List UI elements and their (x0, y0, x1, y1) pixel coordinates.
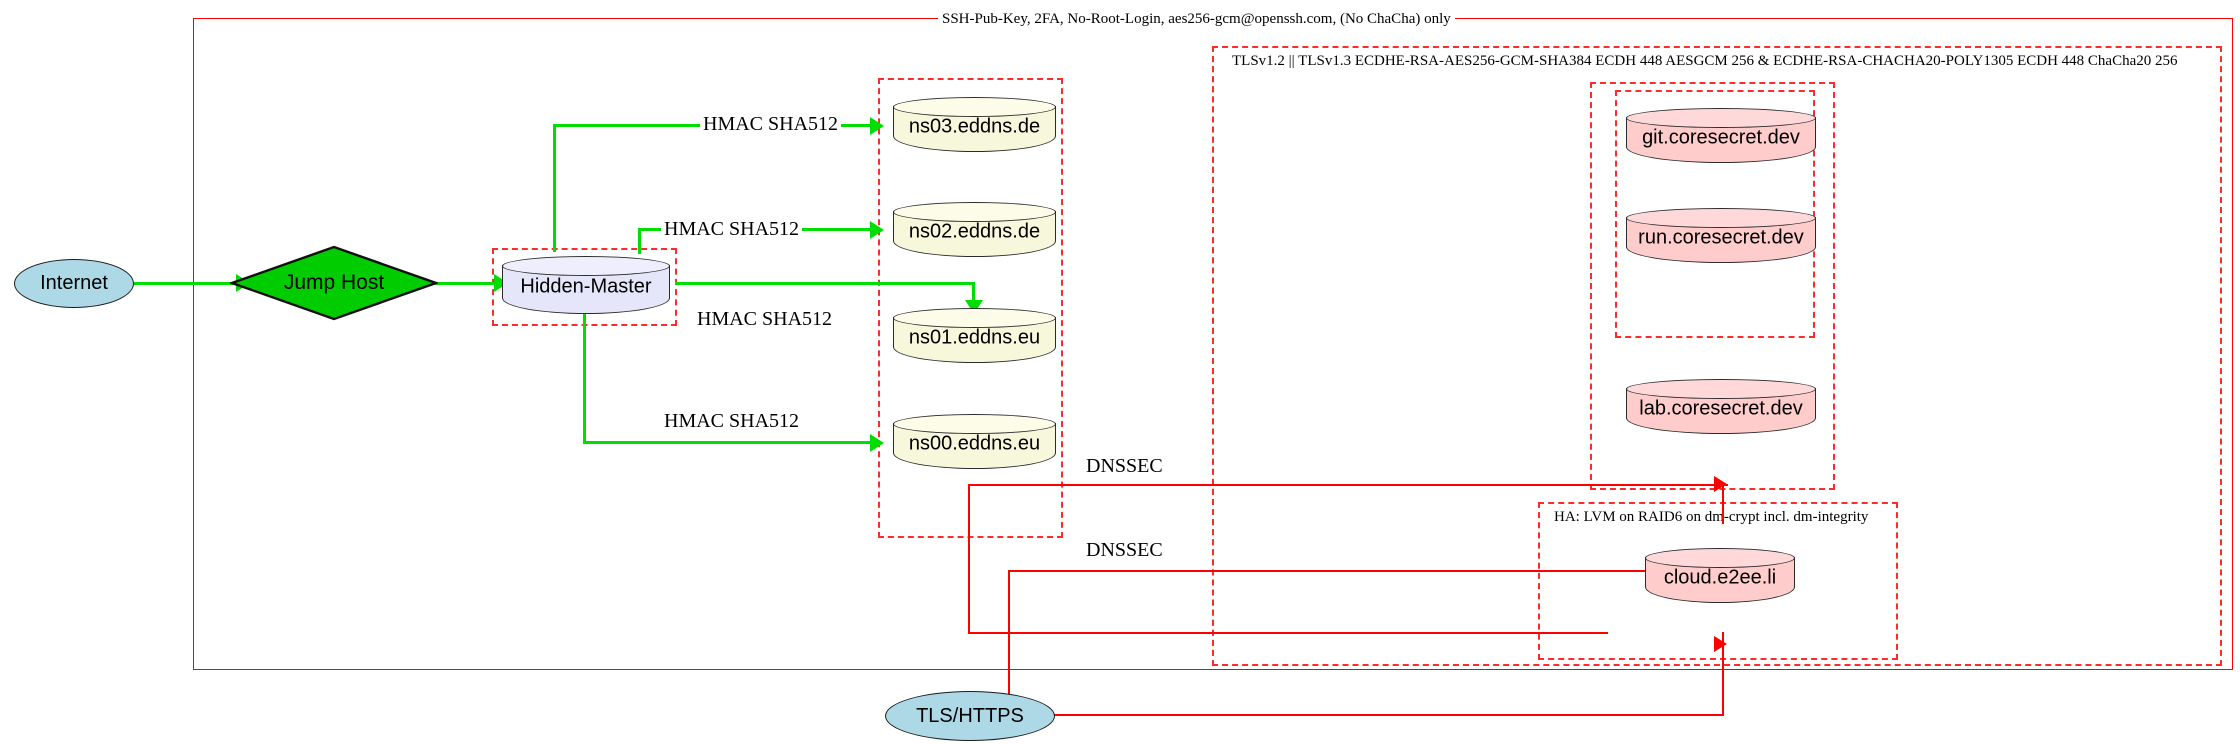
dns-servers-cluster-box (878, 78, 1063, 538)
arrowhead-master-ns00 (870, 434, 884, 452)
ha-cluster-caption: HA: LVM on RAID6 on dm-crypt incl. dm-in… (1550, 508, 1873, 526)
node-ns01-label: ns01.eddns.eu (908, 325, 1041, 348)
node-ns00[interactable]: ns00.eddns.eu (893, 414, 1056, 469)
edge-master-ns00-vertical (583, 300, 586, 444)
ssh-boundary-caption: SSH-Pub-Key, 2FA, No-Root-Login, aes256-… (938, 10, 1455, 28)
cylinder-top (502, 256, 670, 276)
dnssec-corridor-box (1212, 46, 1214, 666)
node-ns02[interactable]: ns02.eddns.de (893, 202, 1056, 257)
edge-label-hmac-ns01: HMAC SHA512 (694, 307, 836, 331)
edge-master-ns00-horizontal (583, 441, 875, 444)
node-lab-coresecret[interactable]: lab.coresecret.dev (1626, 379, 1816, 434)
arrowhead-dnssec-upper (1714, 476, 1727, 492)
edge-internet-jumphost (130, 282, 240, 285)
node-ns00-label: ns00.eddns.eu (908, 431, 1041, 454)
cylinder-top (1626, 108, 1816, 128)
cylinder-top (1626, 208, 1816, 228)
edge-label-hmac-ns03: HMAC SHA512 (700, 112, 842, 136)
edge-master-ns02-vertical (638, 228, 641, 254)
edge-label-dnssec-upper: DNSSEC (1083, 454, 1166, 478)
edge-master-ns01-vertical (972, 282, 975, 308)
edge-dnssec-upper-bottom (968, 632, 1608, 634)
cylinder-top (893, 202, 1056, 222)
node-ns03-label: ns03.eddns.de (908, 114, 1041, 137)
edge-jumphost-master (430, 282, 502, 285)
edge-dnssec-upper-vertical (968, 484, 970, 634)
node-cloud-e2ee-label: cloud.e2ee.li (1663, 565, 1777, 588)
node-run-coresecret-label: run.coresecret.dev (1638, 225, 1804, 248)
edge-master-ns01-horizontal (675, 282, 975, 285)
edge-tls-https-horizontal (1048, 714, 1724, 716)
node-internet-label: Internet (40, 272, 108, 294)
node-ns01[interactable]: ns01.eddns.eu (893, 308, 1056, 363)
node-git-coresecret[interactable]: git.coresecret.dev (1626, 108, 1816, 163)
diamond-icon (230, 245, 438, 321)
cylinder-top (1645, 548, 1795, 568)
node-hidden-master-label: Hidden-Master (520, 275, 652, 298)
edge-label-dnssec-lower: DNSSEC (1083, 538, 1166, 562)
edge-dnssec-lower-vertical (1008, 570, 1010, 715)
coresecret-inner-cluster-box (1615, 90, 1815, 338)
cylinder-top (893, 308, 1056, 328)
node-cloud-e2ee[interactable]: cloud.e2ee.li (1645, 548, 1795, 603)
node-run-coresecret[interactable]: run.coresecret.dev (1626, 208, 1816, 263)
node-git-coresecret-label: git.coresecret.dev (1642, 125, 1800, 148)
edge-dnssec-upper-horizontal (968, 484, 1728, 486)
arrowhead-master-ns03 (870, 117, 884, 135)
node-jump-host-label: Jump Host (283, 271, 385, 294)
node-hidden-master[interactable]: Hidden-Master (502, 256, 670, 314)
edge-riser-upper (1722, 484, 1724, 524)
arrowhead-dnssec-lower (1714, 636, 1727, 652)
node-ns02-label: ns02.eddns.de (908, 219, 1041, 242)
coresecret-cluster-box (1590, 82, 1835, 490)
edge-master-ns03-vertical (553, 124, 556, 252)
node-jump-host[interactable]: Jump Host (230, 245, 438, 321)
edge-label-hmac-ns02: HMAC SHA512 (661, 217, 803, 241)
ha-cluster-box (1538, 502, 1898, 660)
edge-dnssec-lower-horizontal (1008, 570, 1728, 572)
node-lab-coresecret-label: lab.coresecret.dev (1639, 396, 1803, 419)
cylinder-top (1626, 379, 1816, 399)
edge-tls-https-vertical (1722, 632, 1724, 716)
arrowhead-master-ns02 (870, 221, 884, 239)
cylinder-top (893, 414, 1056, 434)
node-ns03[interactable]: ns03.eddns.de (893, 97, 1056, 152)
tls-cluster-caption: TLSv1.2 || TLSv1.3 ECDHE-RSA-AES256-GCM-… (1228, 52, 2182, 70)
node-tls-https[interactable]: TLS/HTTPS (885, 691, 1055, 741)
cylinder-top (893, 97, 1056, 117)
node-internet[interactable]: Internet (14, 259, 134, 308)
edge-label-hmac-ns00: HMAC SHA512 (661, 409, 803, 433)
node-tls-https-label: TLS/HTTPS (916, 704, 1024, 727)
